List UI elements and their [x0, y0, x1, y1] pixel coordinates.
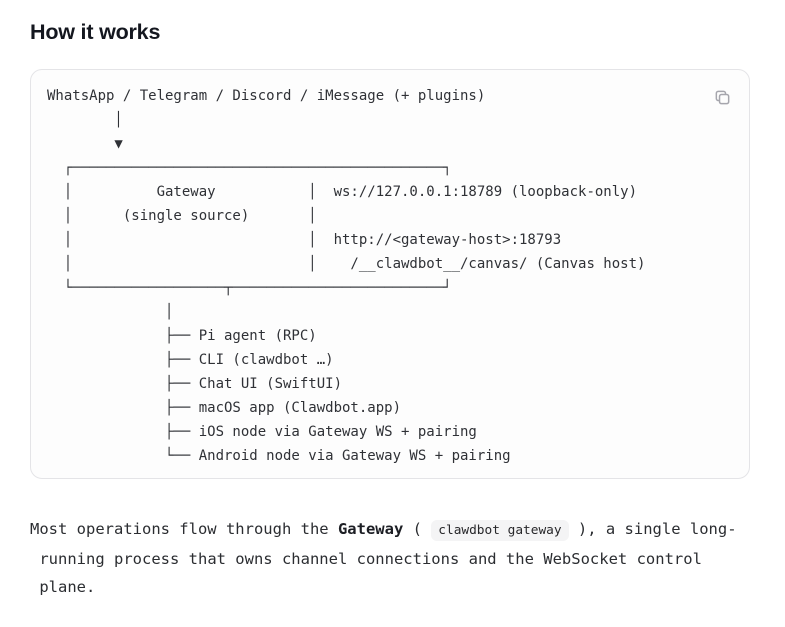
copy-button[interactable] [711, 86, 733, 108]
page-title: How it works [30, 20, 161, 44]
paragraph-text: ( [403, 520, 432, 538]
inline-code-chip: clawdbot gateway [431, 520, 569, 541]
copy-icon [714, 89, 731, 106]
gateway-bold-text: Gateway [337, 520, 404, 538]
code-block: WhatsApp / Telegram / Discord / iMessage… [30, 69, 750, 479]
paragraph-text: ), a single long- running process that o… [39, 520, 737, 596]
paragraph-text: Most operations flow through the [30, 520, 338, 538]
ascii-architecture-diagram: WhatsApp / Telegram / Discord / iMessage… [47, 88, 646, 464]
body-paragraph: Most operations flow through the Gateway… [30, 515, 756, 601]
doc-page: How it works WhatsApp / Telegram / Disco… [30, 20, 756, 601]
